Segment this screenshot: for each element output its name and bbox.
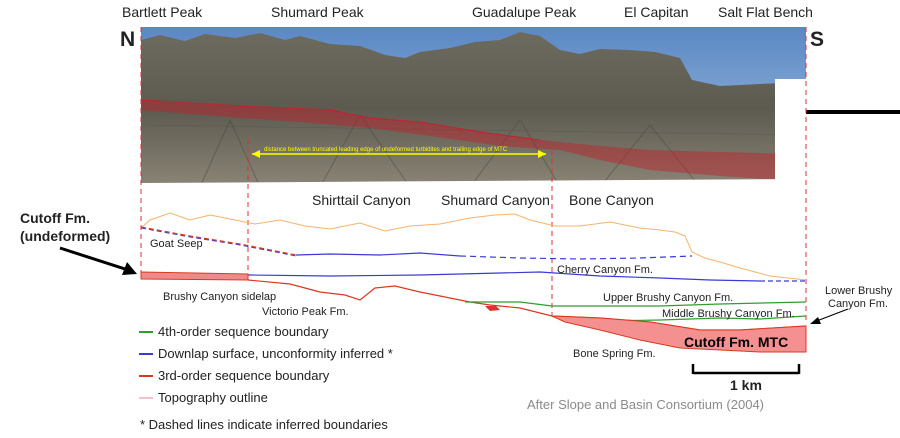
peak-label-el-capitan: El Capitan bbox=[624, 4, 689, 20]
canyon-label-shumard: Shumard Canyon bbox=[441, 192, 550, 208]
unit-victorio-peak: Victorio Peak Fm. bbox=[262, 306, 349, 318]
fourth-order-boundary-lower bbox=[599, 315, 807, 322]
scale-label: 1 km bbox=[730, 377, 762, 393]
legend-label-topography: Topography outline bbox=[158, 390, 268, 405]
distance-annotation: distance between truncated leading edge … bbox=[264, 147, 508, 153]
unit-goat-seep: Goat Seep bbox=[150, 238, 203, 250]
third-order-boundary bbox=[247, 279, 807, 331]
unit-upper-brushy: Upper Brushy Canyon Fm. bbox=[603, 292, 734, 304]
downlap-surface-solid bbox=[295, 252, 461, 257]
brushy-sidelap-body bbox=[140, 271, 249, 281]
guide-lines bbox=[140, 27, 807, 322]
distance-arrow bbox=[252, 150, 546, 158]
lower-brushy-callout-arrowhead bbox=[810, 317, 821, 324]
unit-middle-brushy: Middle Brushy Canyon Fm. bbox=[662, 308, 795, 320]
peak-label-bartlett: Bartlett Peak bbox=[122, 4, 203, 20]
footnote: * Dashed lines indicate inferred boundar… bbox=[140, 417, 388, 432]
mountain-photo bbox=[140, 27, 807, 188]
unit-bone-spring: Bone Spring Fm. bbox=[573, 348, 656, 360]
legend-swatch-topography bbox=[139, 397, 153, 399]
unit-cherry-canyon: Cherry Canyon Fm. bbox=[557, 264, 653, 276]
fourth-order-boundary-upper bbox=[465, 301, 807, 307]
cutoff-callout-arrowhead bbox=[122, 262, 137, 275]
cherry-canyon-base bbox=[140, 271, 761, 282]
topography-outline bbox=[140, 212, 807, 281]
lower-brushy-label-1: Lower Brushy bbox=[825, 285, 893, 297]
lower-brushy-label-2: Canyon Fm. bbox=[828, 298, 888, 310]
cutoff-undeformed-label-2: (undeformed) bbox=[20, 228, 111, 244]
legend-swatch-4th-order bbox=[139, 331, 153, 333]
red-lens bbox=[485, 306, 500, 311]
cutoff-callout-arrow bbox=[59, 246, 129, 272]
legend-swatch-downlap bbox=[139, 353, 153, 355]
citation: After Slope and Basin Consortium (2004) bbox=[527, 397, 765, 412]
downlap-surface-dashed bbox=[459, 255, 693, 260]
unit-brushy-sidelap: Brushy Canyon sidelap bbox=[163, 291, 277, 303]
canyon-label-shirttail: Shirttail Canyon bbox=[312, 192, 411, 208]
scale-bar bbox=[691, 364, 801, 375]
cutoff-mtc-body bbox=[551, 315, 807, 353]
peak-label-shumard: Shumard Peak bbox=[271, 4, 364, 20]
legend-label-downlap: Downlap surface, unconformity inferred * bbox=[158, 346, 393, 361]
legend-label-4th-order: 4th-order sequence boundary bbox=[158, 324, 329, 339]
canyon-label-bone: Bone Canyon bbox=[569, 192, 654, 208]
legend-swatch-3rd-order bbox=[139, 375, 153, 377]
goat-seep-boundary-blue bbox=[140, 227, 297, 257]
peak-label-guadalupe: Guadalupe Peak bbox=[472, 4, 577, 20]
goat-seep-boundary-red bbox=[140, 226, 297, 256]
south-label: S bbox=[810, 28, 825, 51]
cutoff-undeformed-label-1: Cutoff Fm. bbox=[20, 210, 90, 226]
peak-label-salt-flat: Salt Flat Bench bbox=[718, 4, 813, 20]
north-label: N bbox=[120, 28, 136, 51]
legend-label-3rd-order: 3rd-order sequence boundary bbox=[158, 368, 330, 383]
lower-brushy-callout-arrow bbox=[813, 308, 849, 323]
unit-cutoff-mtc: Cutoff Fm. MTC bbox=[684, 334, 789, 350]
